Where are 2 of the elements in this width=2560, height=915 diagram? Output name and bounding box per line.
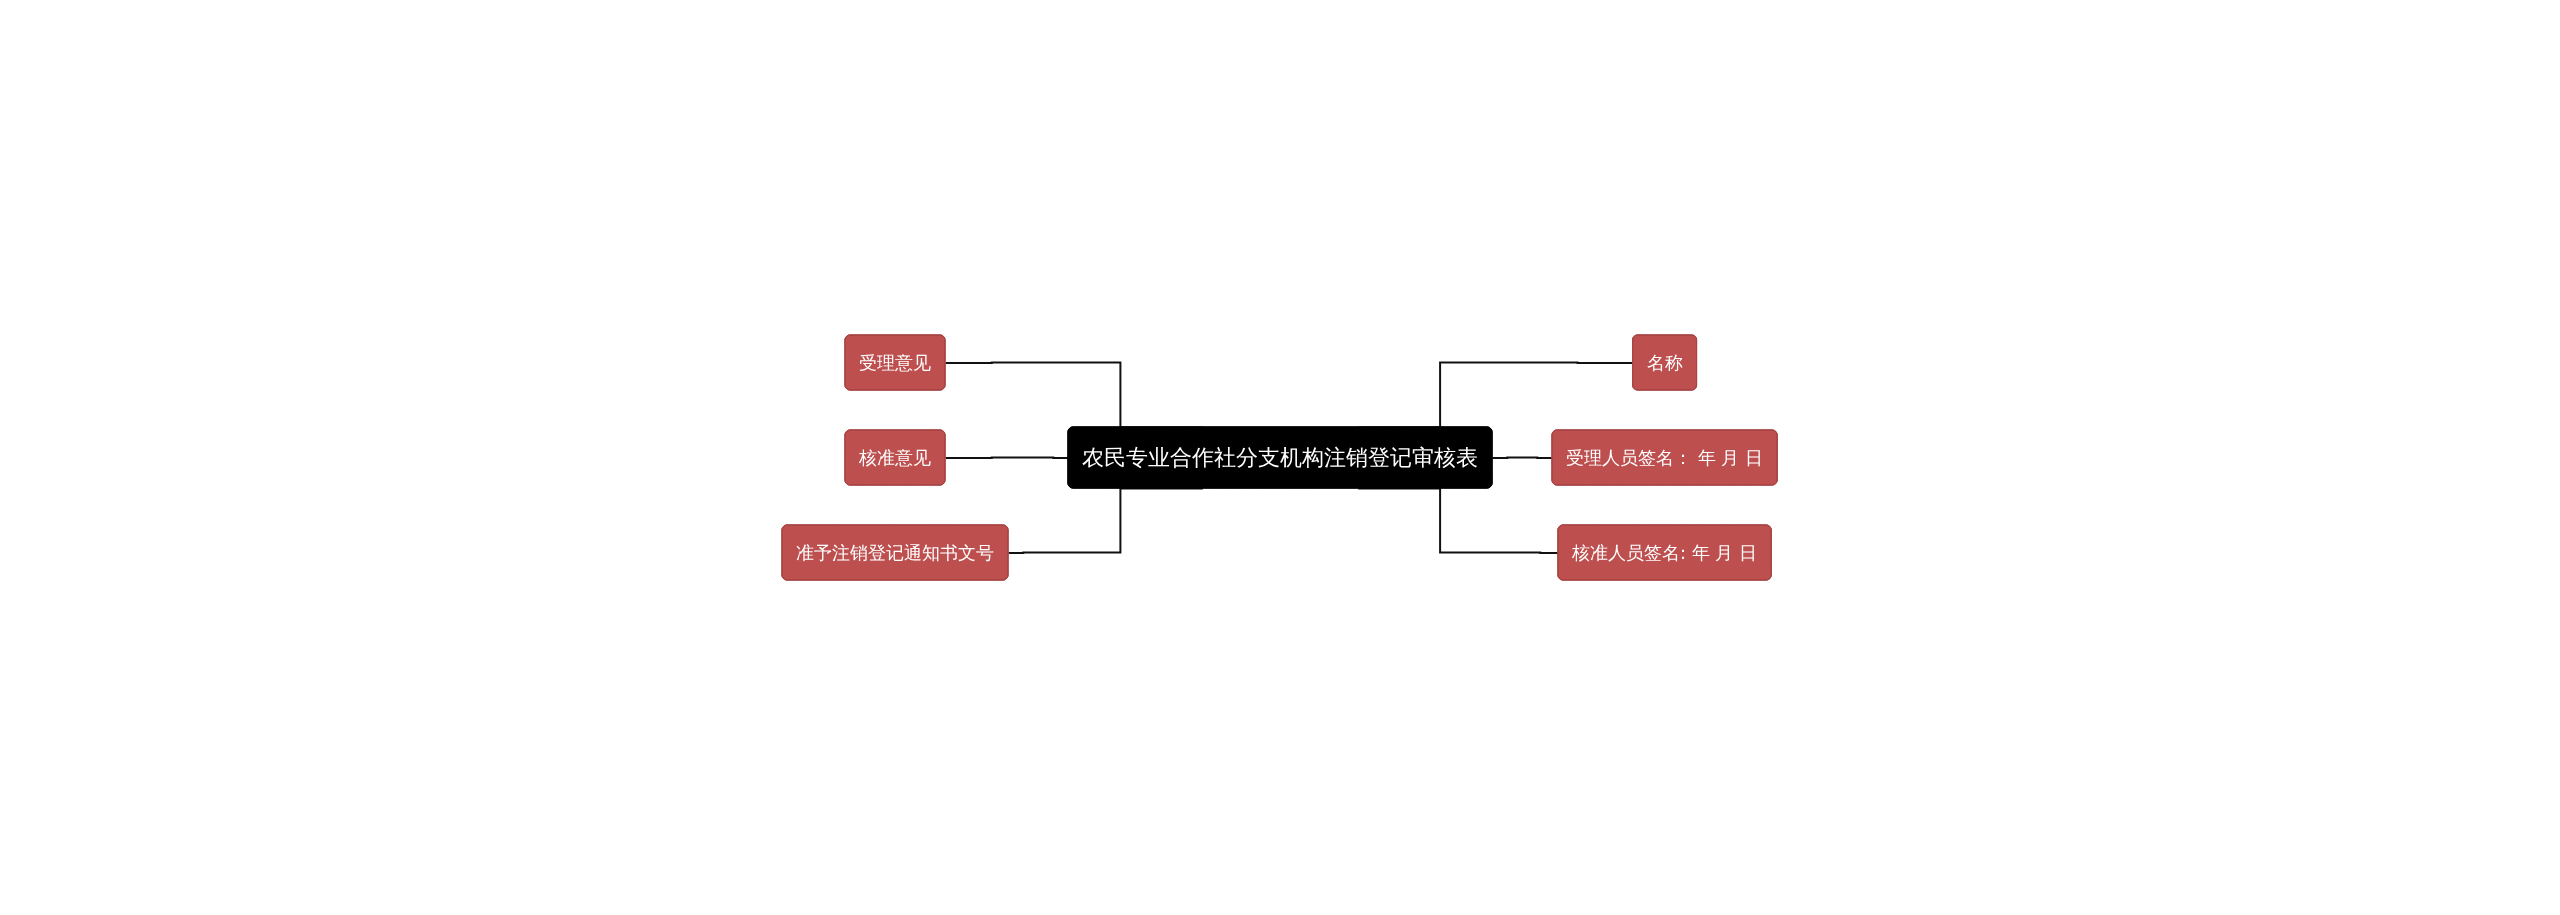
connector: [1491, 456, 1554, 459]
connector: [944, 456, 1070, 459]
